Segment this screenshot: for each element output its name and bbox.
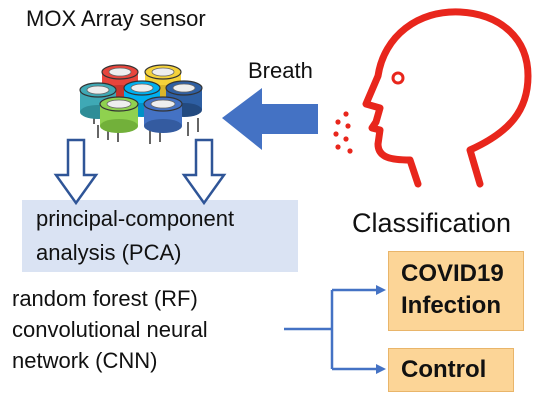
pca-label-line1: principal-component bbox=[36, 206, 235, 231]
sensor-green bbox=[99, 96, 139, 133]
diagram-title: MOX Array sensor bbox=[26, 6, 206, 31]
pca-label-line2: analysis (PCA) bbox=[36, 240, 182, 265]
breath-droplets-icon bbox=[333, 111, 353, 154]
arrowhead-control-icon bbox=[376, 364, 386, 374]
sensor-blue-front bbox=[143, 96, 183, 133]
method-label-cnn-line2: network (CNN) bbox=[12, 348, 158, 373]
method-label-cnn-line1: convolutional neural bbox=[12, 317, 208, 342]
arrowhead-covid-icon bbox=[376, 285, 386, 295]
pca-box bbox=[22, 200, 298, 272]
method-label-rf: random forest (RF) bbox=[12, 286, 198, 311]
covid-label-line1: COVID19 bbox=[401, 260, 504, 287]
down-arrow-right-icon bbox=[181, 138, 227, 206]
control-output-box: Control bbox=[388, 348, 514, 392]
human-head-icon bbox=[362, 8, 532, 188]
covid-label-line2: Infection bbox=[401, 292, 501, 319]
mox-sensor-array-icon bbox=[79, 64, 203, 144]
classification-label: Classification bbox=[352, 208, 512, 238]
covid-output-box: COVID19 Infection bbox=[388, 251, 524, 331]
control-label: Control bbox=[401, 356, 487, 383]
breath-arrow-icon bbox=[222, 88, 318, 150]
classification-connector bbox=[284, 285, 386, 374]
down-arrow-left-icon bbox=[53, 138, 99, 206]
breath-label: Breath bbox=[248, 58, 313, 83]
